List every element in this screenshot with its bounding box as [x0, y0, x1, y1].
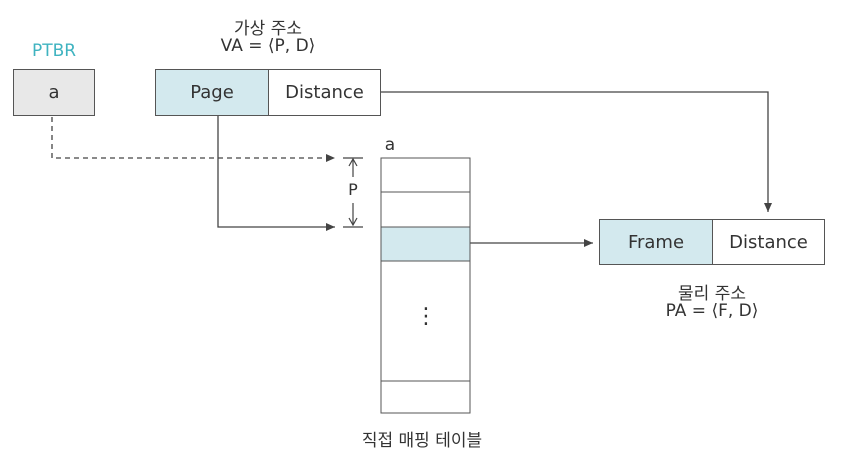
table-ellipsis: ⋮	[415, 304, 437, 329]
ptbr-value: a	[48, 82, 60, 103]
ptbr-label: PTBR	[31, 41, 77, 61]
pa-distance-field: Distance	[712, 219, 825, 265]
ptbr-register: a	[13, 69, 95, 116]
pa-frame-label: Frame	[627, 231, 685, 253]
physical-address-formula: PA = ⟨F, D⟩	[665, 301, 759, 321]
distance-to-distance-arrow	[381, 91, 772, 212]
page-to-entry-arrow	[217, 116, 335, 231]
pa-distance-label: Distance	[729, 231, 808, 253]
page-table-entry-highlight	[380, 226, 471, 262]
page-table	[380, 157, 471, 414]
table-base-label: a	[384, 135, 396, 155]
pa-frame-field: Frame	[599, 219, 713, 265]
page-offset-bracket	[343, 157, 363, 228]
virtual-address-formula: VA = ⟨P, D⟩	[220, 36, 316, 56]
va-page-field: Page	[155, 69, 269, 116]
va-distance-label: Distance	[285, 82, 364, 103]
va-page-label: Page	[190, 82, 234, 103]
page-offset-label: P	[348, 180, 358, 199]
va-distance-field: Distance	[268, 69, 381, 116]
physical-address-title: 물리 주소	[678, 284, 746, 304]
page-table-caption: 직접 매핑 테이블	[361, 431, 483, 451]
virtual-address-title: 가상 주소	[234, 19, 302, 39]
ptbr-dashed-arrow	[51, 117, 335, 162]
